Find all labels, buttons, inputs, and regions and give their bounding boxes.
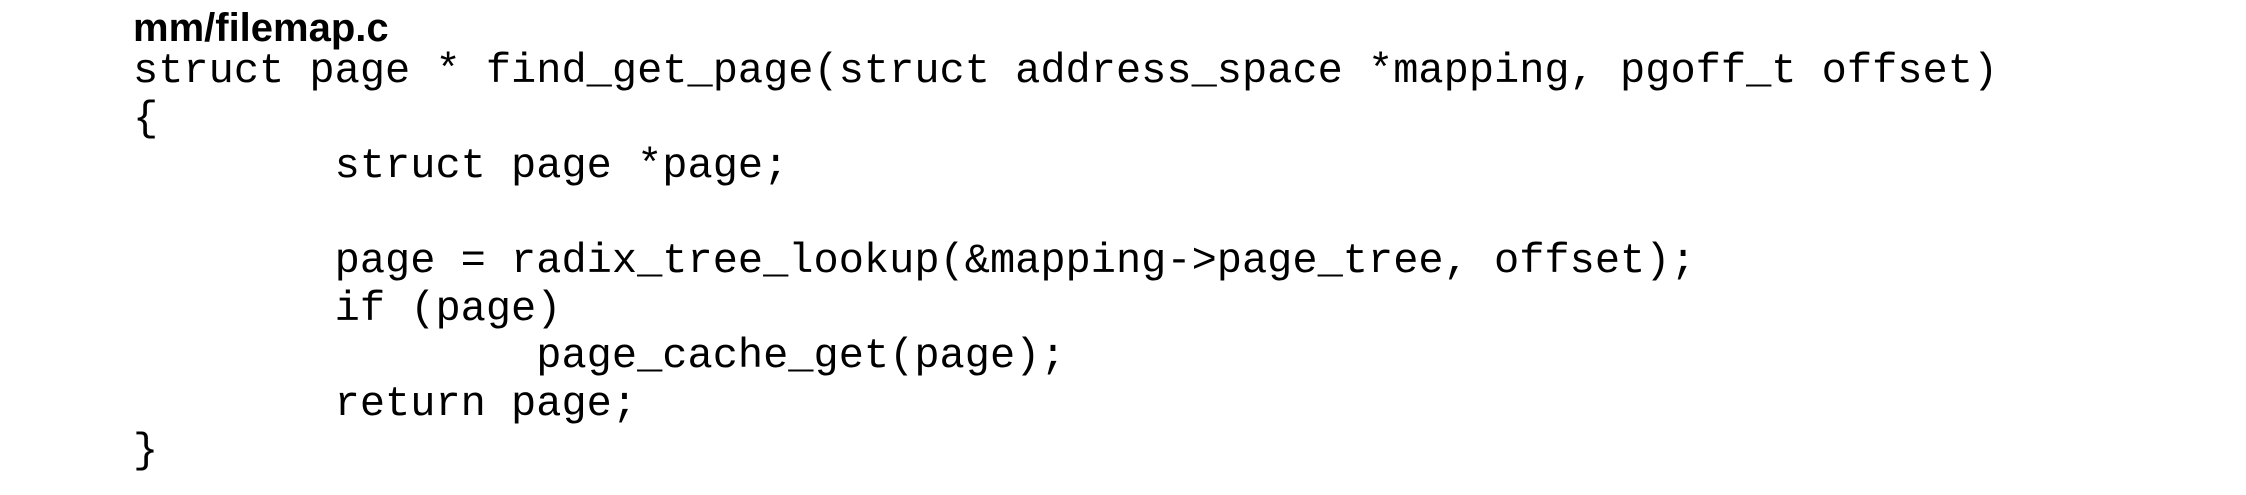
code-line: page_cache_get(page);: [133, 332, 1066, 380]
file-path-title: mm/filemap.c: [133, 6, 389, 50]
code-line: return page;: [133, 379, 638, 428]
code-line: }: [133, 427, 159, 475]
code-line: struct page *page;: [133, 142, 789, 190]
code-line: struct page * find_get_page(struct addre…: [133, 47, 1999, 95]
code-block: struct page * find_get_page(struct addre…: [133, 47, 1999, 476]
code-line: page = radix_tree_lookup(&mapping->page_…: [133, 237, 1696, 285]
code-line: {: [133, 94, 159, 143]
code-snippet: mm/filemap.c struct page * find_get_page…: [133, 8, 1998, 476]
code-line-blank: [133, 191, 1998, 239]
code-line: if (page): [133, 284, 562, 333]
